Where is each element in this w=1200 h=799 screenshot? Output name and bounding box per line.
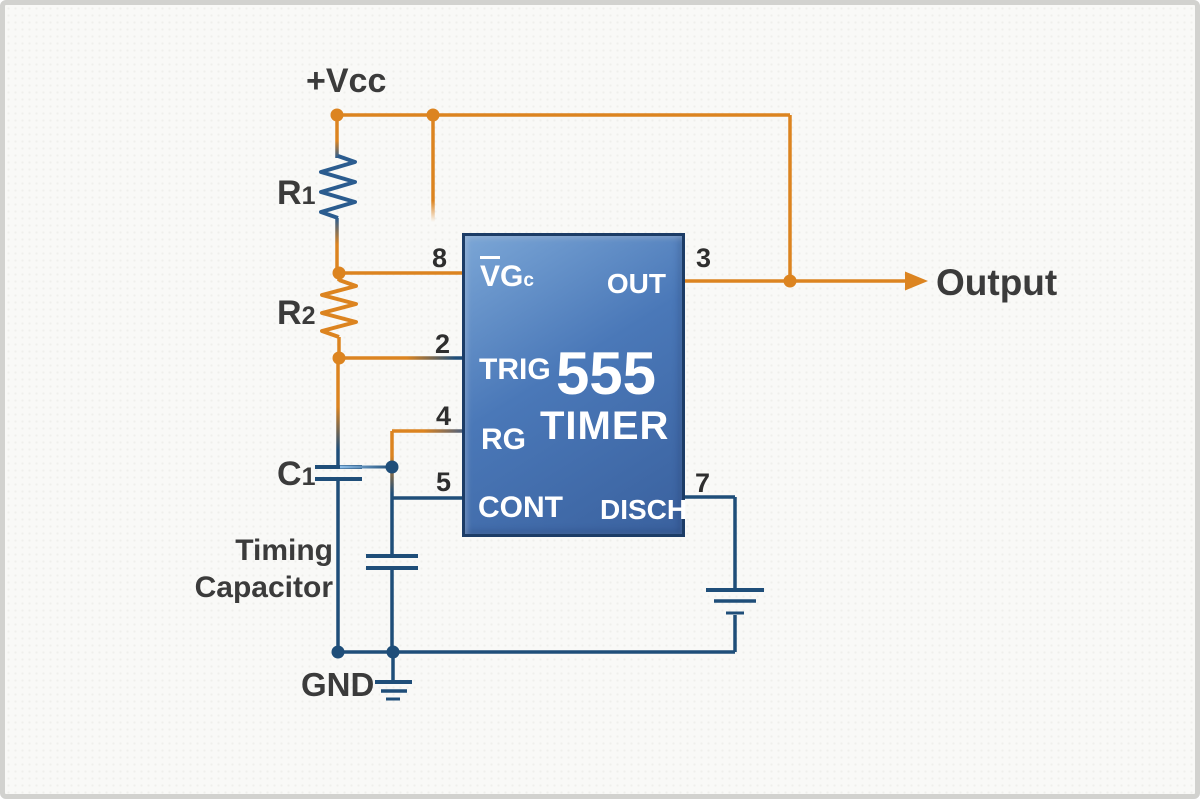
- chip-pin-label-reset: RG: [481, 423, 526, 456]
- vcc-label: +Vcc: [306, 62, 387, 100]
- chip-pin-label-out: OUT: [606, 268, 666, 299]
- junction-dot: [332, 266, 346, 280]
- output-arrow: [905, 271, 928, 291]
- chip-pin-label-trig: TRIG: [479, 353, 551, 386]
- ic-555-timer: VGc OUT TRIG 555 TIMER RG CONT DISCH: [462, 233, 688, 537]
- pin-number-3: 3: [696, 243, 712, 273]
- chip-pin-label-vcc: VGc: [480, 256, 534, 293]
- junction-dot: [330, 108, 344, 122]
- vcc-sub: c: [523, 270, 534, 291]
- c1-main: C: [277, 455, 302, 493]
- resistor-r2: [320, 278, 358, 339]
- c1-sub: 1: [301, 463, 316, 491]
- chip-pin-label-disch: DISCH: [600, 494, 688, 525]
- r2-sub: 2: [301, 302, 316, 330]
- junction-dot: [386, 645, 400, 659]
- junction-dot: [331, 645, 345, 659]
- chip-part-type: TIMER: [540, 404, 670, 448]
- output-label: Output: [936, 262, 1058, 303]
- pin-number-5: 5: [436, 467, 452, 497]
- timing-line: Timing: [235, 534, 333, 567]
- pin-number-2: 2: [435, 329, 451, 359]
- resistor-r1: [319, 154, 357, 220]
- r2-main: R: [277, 294, 302, 332]
- vcc-v: V: [480, 256, 501, 293]
- capacitor-line: Capacitor: [194, 571, 333, 604]
- gnd-label: GND: [301, 666, 375, 703]
- vcc-g: G: [500, 260, 524, 293]
- junction-dot: [783, 274, 797, 288]
- r1-main: R: [277, 174, 302, 212]
- junction-dot: [385, 460, 399, 474]
- pin-number-7: 7: [695, 468, 711, 498]
- junction-dot: [426, 108, 440, 122]
- junction-dot: [332, 351, 346, 365]
- pin-number-4: 4: [436, 401, 452, 431]
- pin-number-8: 8: [432, 243, 448, 273]
- timing-capacitor-label: Timing Capacitor: [188, 532, 333, 606]
- r1-label: R1: [277, 176, 315, 210]
- r2-label: R2: [277, 296, 315, 330]
- chip-part-number: 555: [555, 340, 657, 407]
- chip-pin-label-cont: CONT: [478, 491, 563, 524]
- c1-label: C1: [277, 457, 315, 491]
- r1-sub: 1: [301, 182, 316, 210]
